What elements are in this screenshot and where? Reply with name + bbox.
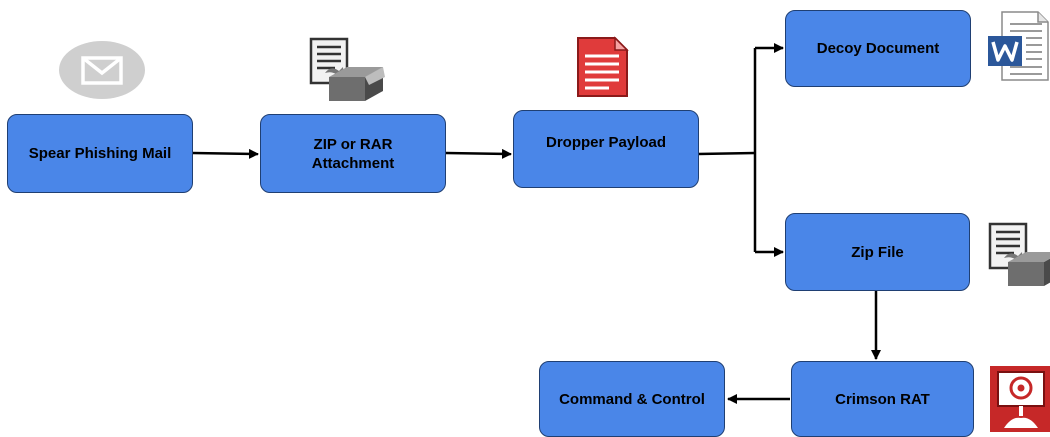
node-label: ZIP or RAR Attachment [311,135,395,172]
node-spear-phishing-mail: Spear Phishing Mail [7,114,193,193]
envelope-icon [59,41,145,99]
node-crimson-rat: Crimson RAT [791,361,974,437]
node-zip-file: Zip File [785,213,970,291]
node-label: Zip File [851,243,904,261]
arrow-mail-to-zip [192,148,259,159]
node-label: Decoy Document [816,40,940,57]
red-document-icon [577,36,629,97]
rat-malware-icon [990,366,1050,432]
node-label: Command & Control [559,390,705,408]
line-dropper-to-branch [697,151,756,156]
node-command-and-control: Command & Control [539,361,725,437]
archive-box-icon [309,37,385,101]
arrow-zip-to-dropper [445,148,512,159]
node-label: Dropper Payload [545,133,667,151]
node-label: Crimson RAT [835,390,930,408]
node-dropper-payload: Dropper Payload [513,110,699,188]
node-decoy-document: Decoy Document [785,10,971,87]
node-zip-or-rar-attachment: ZIP or RAR Attachment [260,114,446,193]
node-label: Spear Phishing Mail [28,145,172,162]
archive-box-icon [988,222,1050,286]
word-document-icon [988,11,1049,81]
